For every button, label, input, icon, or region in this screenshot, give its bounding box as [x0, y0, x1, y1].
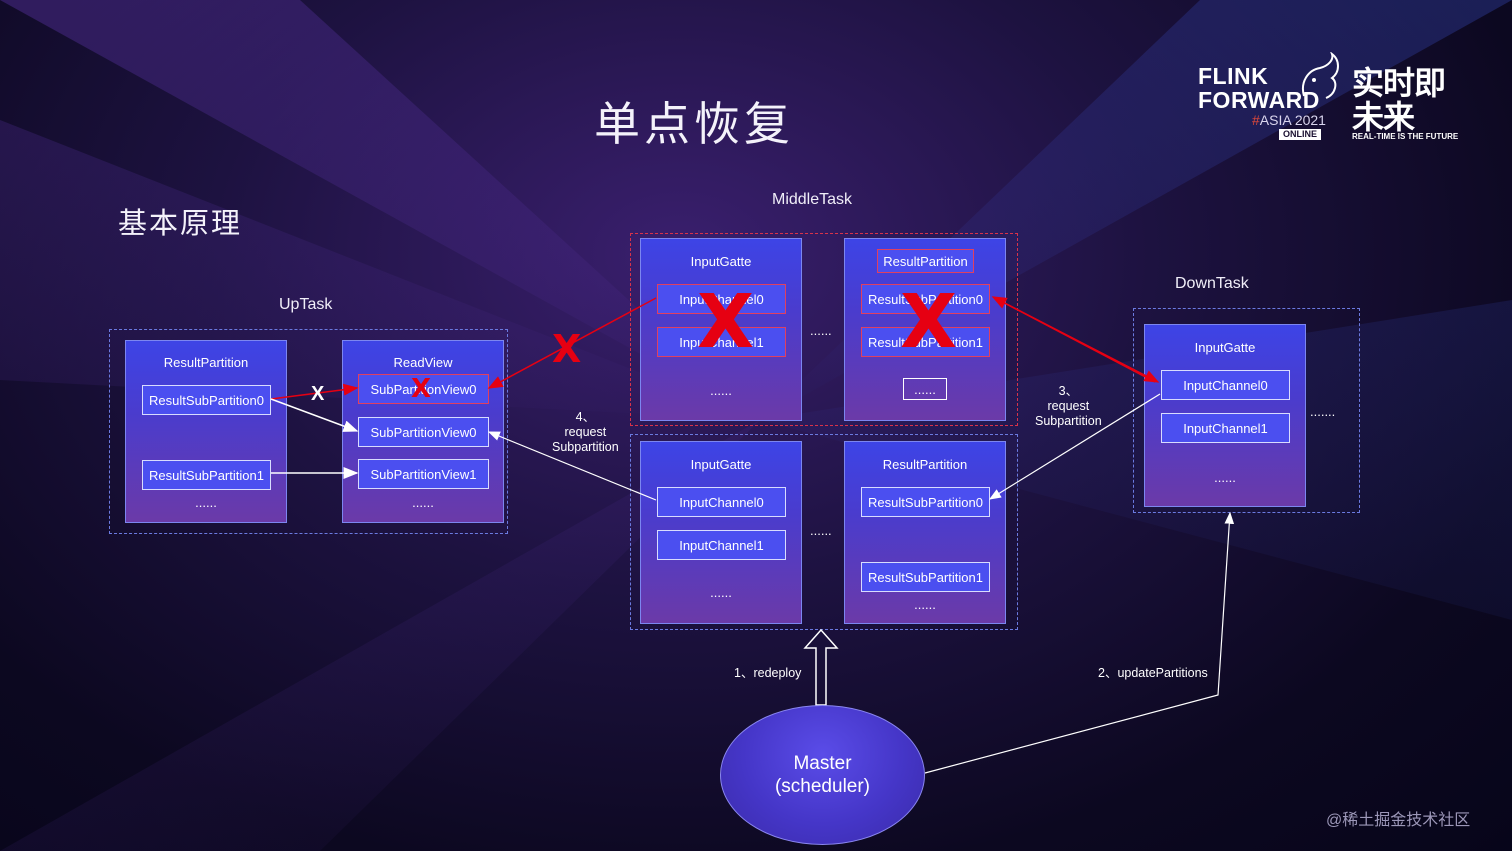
arrow-request-subpartition-3 [988, 393, 1161, 500]
squirrel-icon [1302, 52, 1339, 99]
step4-number: 4、 [575, 410, 596, 424]
logo-line2: FORWARD [1198, 87, 1320, 113]
step4-line1: request [564, 425, 607, 439]
result-subpartition-1: ResultSubPartition1 [142, 460, 271, 490]
logo-online-badge: ONLINE [1279, 129, 1322, 140]
logo-tagline: REAL-TIME IS THE FUTURE [1352, 132, 1459, 141]
fail-mark-input-gate: X [697, 279, 755, 365]
step3-number: 3、 [1058, 384, 1079, 398]
arrow-rsp0-to-view0 [270, 398, 359, 432]
step-request-subpartition-3: 3、 request Subpartition [1035, 384, 1102, 429]
subpartition-view-1: SubPartitionView1 [358, 459, 489, 489]
step-request-subpartition-4: 4、 request Subpartition [552, 410, 619, 455]
input-channel-1: InputChannel1 [1161, 413, 1290, 443]
ellipsis: ...... [914, 597, 936, 612]
ellipsis: ...... [710, 383, 732, 398]
fail-mark-result-partition: X [900, 279, 958, 365]
input-channel-1: InputChannel1 [657, 327, 786, 357]
logo-hash: # [1252, 112, 1260, 128]
box-title: InputGatte [690, 254, 752, 269]
logo-slogan-cn: 实时即未来 [1352, 64, 1446, 136]
box-title: ResultPartition [882, 457, 968, 472]
ellipsis: ...... [710, 585, 732, 600]
middletask-restarted-container [630, 434, 1018, 630]
page-title: 单点恢复 [594, 97, 794, 151]
middle-failed-input-gate: InputGatte InputChannel0 InputChannel1 .… [640, 238, 802, 421]
input-channel-1: InputChannel1 [657, 530, 786, 560]
box-title: ReadView [393, 355, 453, 370]
uptask-label: UpTask [279, 296, 333, 313]
ellipsis: ...... [1214, 470, 1236, 485]
box-title: ResultPartition [163, 355, 249, 370]
uptask-container [109, 329, 508, 534]
watermark: @稀土掘金技术社区 [1326, 812, 1471, 829]
subpartition-view-0-failed: SubPartitionView0 [358, 374, 489, 404]
downtask-input-gate: InputGatte InputChannel0 InputChannel1 .… [1144, 324, 1306, 507]
result-subpartition-0: ResultSubPartition0 [861, 487, 990, 517]
ellipsis: ...... [195, 495, 217, 510]
middle-restarted-result-partition: ResultPartition ResultSubPartition0 Resu… [844, 441, 1006, 624]
step3-line2: Subpartition [1035, 414, 1102, 428]
input-channel-0: InputChannel0 [657, 284, 786, 314]
logo-edition: #ASIA 2021 [1252, 112, 1326, 128]
arrow-failed-upstream-link [487, 297, 657, 389]
section-subtitle: 基本原理 [118, 206, 243, 240]
middle-restarted-input-gate: InputGatte InputChannel0 InputChannel1 .… [640, 441, 802, 624]
master-scheduler-node: Master (scheduler) [720, 705, 925, 845]
arrow-rsp0-to-view0-failed [270, 383, 359, 400]
arrow-update-partitions [924, 511, 1235, 774]
input-channel-0: InputChannel0 [657, 487, 786, 517]
logo-line1: FLINK [1198, 63, 1269, 89]
uptask-read-view: ReadView SubPartitionView0 SubPartitionV… [342, 340, 504, 523]
fail-mark-link: X [552, 327, 582, 371]
uptask-result-partition: ResultPartition ResultSubPartition0 Resu… [125, 340, 287, 523]
ellipsis: ...... [412, 495, 434, 510]
middle-failed-result-partition: ResultPartition ResultSubPartition0 Resu… [844, 238, 1006, 421]
middle-between-ellipsis-bottom: ...... [810, 523, 832, 538]
downtask-label: DownTask [1175, 275, 1249, 292]
result-subpartition-1: ResultSubPartition1 [861, 327, 990, 357]
step4-line2: Subpartition [552, 440, 619, 454]
middletask-failed-container [630, 233, 1018, 426]
arrow-request-subpartition-4 [487, 431, 657, 501]
cut-mark: X [311, 383, 325, 405]
fail-mark-subpartition-view: X [411, 374, 432, 404]
middle-between-ellipsis-top: ...... [810, 323, 832, 338]
input-channel-0: InputChannel0 [1161, 370, 1290, 400]
arrow-redeploy [803, 628, 839, 706]
ellipsis-box: ...... [903, 378, 947, 400]
box-title: InputGatte [690, 457, 752, 472]
box-title: InputGatte [1194, 340, 1256, 355]
logo-edition-text: ASIA 2021 [1259, 112, 1326, 128]
master-sublabel: (scheduler) [774, 776, 871, 797]
step3-line1: request [1047, 399, 1090, 413]
downtask-side-ellipsis: ....... [1310, 404, 1336, 419]
master-label: Master [793, 753, 852, 774]
step-redeploy: 1、redeploy [734, 666, 802, 680]
flink-forward-logo: FLINK FORWARD [1198, 64, 1320, 112]
step-update-partitions: 2、updatePartitions [1098, 666, 1208, 680]
arrow-failed-downstream-link-b [992, 296, 1160, 383]
result-subpartition-1: ResultSubPartition1 [861, 562, 990, 592]
result-subpartition-0: ResultSubPartition0 [861, 284, 990, 314]
result-subpartition-0: ResultSubPartition0 [142, 385, 271, 415]
middletask-label: MiddleTask [772, 191, 853, 208]
result-partition-title-box: ResultPartition [877, 249, 974, 273]
